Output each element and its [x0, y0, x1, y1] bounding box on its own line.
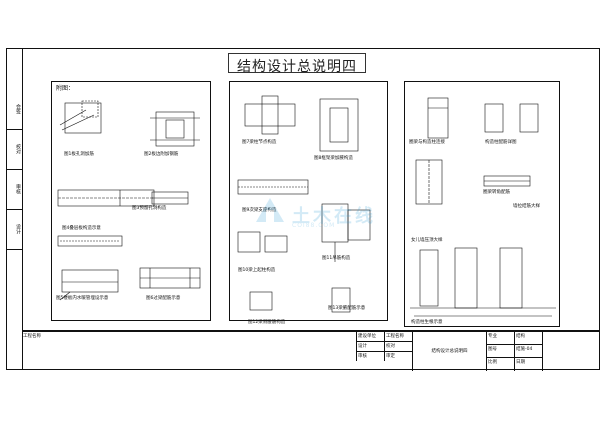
watermark-logo-icon	[256, 198, 284, 222]
detail-caption: 图10梁上起柱构造	[238, 268, 276, 273]
detail-caption: 图6过梁配筋示意	[146, 296, 181, 301]
tb-cell: 结构	[514, 331, 542, 344]
detail-column-1	[237, 231, 261, 253]
tb-cell: 结施-04	[514, 344, 542, 357]
tb-cell: 审定	[384, 351, 412, 361]
detail-column-3	[331, 287, 351, 313]
tb-drawing-name: 结构设计总说明四	[412, 331, 486, 371]
detail-caption: 圈梁与构造柱连接	[409, 140, 445, 145]
detail-caption: 图7梁柱节点构造	[242, 140, 277, 145]
detail-column-4	[484, 103, 504, 133]
detail-caption: 图4叠层板构造示意	[62, 226, 101, 231]
detail-caption: 构造柱生根示意	[411, 320, 443, 325]
detail-caption: 图3预留孔洞构造	[132, 206, 167, 211]
tb-cell: 校对	[384, 341, 412, 351]
tb-cell: 设计	[356, 341, 384, 351]
title-box: 结构设计总说明四	[228, 53, 366, 75]
detail-caption: 图12梁侧腰筋构造	[248, 320, 286, 325]
detail-caption: 图13梁腋配筋示意	[328, 306, 366, 311]
detail-caption: 图2板边附加钢筋	[144, 152, 179, 157]
detail-column-2	[249, 291, 273, 311]
left-detail-panel: 附图： 图1板孔洞加筋 图2板边附加钢筋 图3预留孔洞构造 图4叠层板构造示意 …	[51, 81, 211, 321]
middle-detail-panel: 图7梁柱节点构造 图8框架梁加腋构造 图9次梁支座构造 图10梁上起柱构造 图1…	[229, 81, 388, 325]
tb-cell	[542, 331, 600, 371]
drawing-frame	[22, 48, 600, 370]
tb-cell: 建设单位	[356, 331, 384, 341]
tb-cell: 比例	[486, 357, 514, 371]
binding-cell: 会签	[7, 89, 22, 130]
right-detail-panel: 圈梁与构造柱连接 构造柱配筋详图 圈梁转角配筋 墙拉结筋大样 女儿墙压顶大样 构…	[404, 81, 560, 327]
title-block: 工程名称 建设单位 工程名称 设计 校对 审核 审定 结构设计总说明四 专业 结…	[22, 330, 600, 371]
watermark: 土木在线 COI88.COM	[250, 192, 410, 232]
detail-wall-2	[419, 249, 439, 307]
detail-slab-1	[57, 235, 123, 247]
detail-opening-2	[155, 111, 195, 147]
detail-caption: 墙拉结筋大样	[513, 204, 540, 209]
detail-caption: 图8框架梁加腋构造	[314, 156, 353, 161]
tb-cell: 图号	[486, 344, 514, 357]
binding-cell: 校对	[7, 129, 22, 170]
watermark-subtext: COI88.COM	[292, 222, 336, 229]
detail-caption: 图5楼板内水暖管埋设示意	[56, 296, 109, 301]
detail-slab-2	[61, 269, 119, 293]
tb-project-cell: 工程名称	[22, 331, 356, 371]
tb-cell: 日期	[514, 357, 542, 371]
attach-label: 附图：	[56, 85, 75, 92]
detail-caption: 图1板孔洞加筋	[64, 152, 94, 157]
detail-caption: 图11吊筋构造	[322, 256, 351, 261]
detail-caption: 女儿墙压顶大样	[411, 238, 443, 243]
detail-caption: 圈梁转角配筋	[483, 190, 510, 195]
binding-cell: 设计	[7, 209, 22, 250]
detail-opening-1	[64, 102, 102, 134]
tb-cell: 工程名称	[384, 331, 412, 341]
drawing-title: 结构设计总说明四	[237, 59, 357, 75]
binding-cell: 审核	[7, 169, 22, 210]
binding-strip: 会签 校对 审核 设计	[6, 48, 22, 370]
detail-caption: 构造柱配筋详图	[485, 140, 517, 145]
tb-cell: 审核	[356, 351, 384, 361]
detail-ring-beam	[427, 97, 449, 139]
tb-cell: 专业	[486, 331, 514, 344]
detail-caption: 图9次梁支座构造	[242, 208, 277, 213]
detail-haunch	[319, 98, 359, 152]
detail-joint-1	[244, 103, 296, 127]
watermark-text: 土木在线	[292, 206, 376, 227]
